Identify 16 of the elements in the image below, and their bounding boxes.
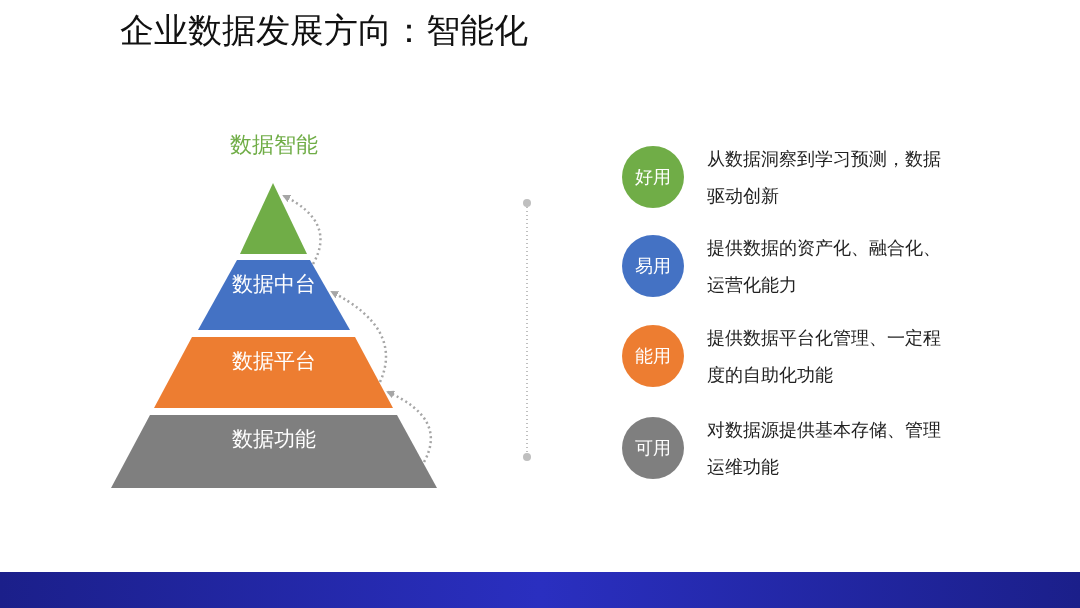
layer-label: 数据平台 xyxy=(231,348,316,375)
description-text: 从数据洞察到学习预测，数据驱动创新 xyxy=(707,147,942,208)
description-text: 提供数据的资产化、融合化、运营化能力 xyxy=(707,236,942,297)
layer-label: 数据功能 xyxy=(232,426,316,453)
layer-label: 数据中台 xyxy=(232,271,316,298)
level-badge: 能用 xyxy=(622,325,684,387)
curved-arrow xyxy=(386,390,432,463)
slide-title: 企业数据发展方向：智能化 xyxy=(120,9,528,52)
pyramid-heading: 数据智能 xyxy=(229,131,318,159)
curved-arrow xyxy=(330,290,388,383)
description-text: 对数据源提供基本存储、管理运维功能 xyxy=(707,418,942,479)
level-badge: 可用 xyxy=(622,417,684,479)
description-text: 提供数据平台化管理、一定程度的自助化功能 xyxy=(707,326,942,387)
level-badge: 好用 xyxy=(622,146,684,208)
curved-arrow xyxy=(282,194,322,265)
level-badge: 易用 xyxy=(622,235,684,297)
